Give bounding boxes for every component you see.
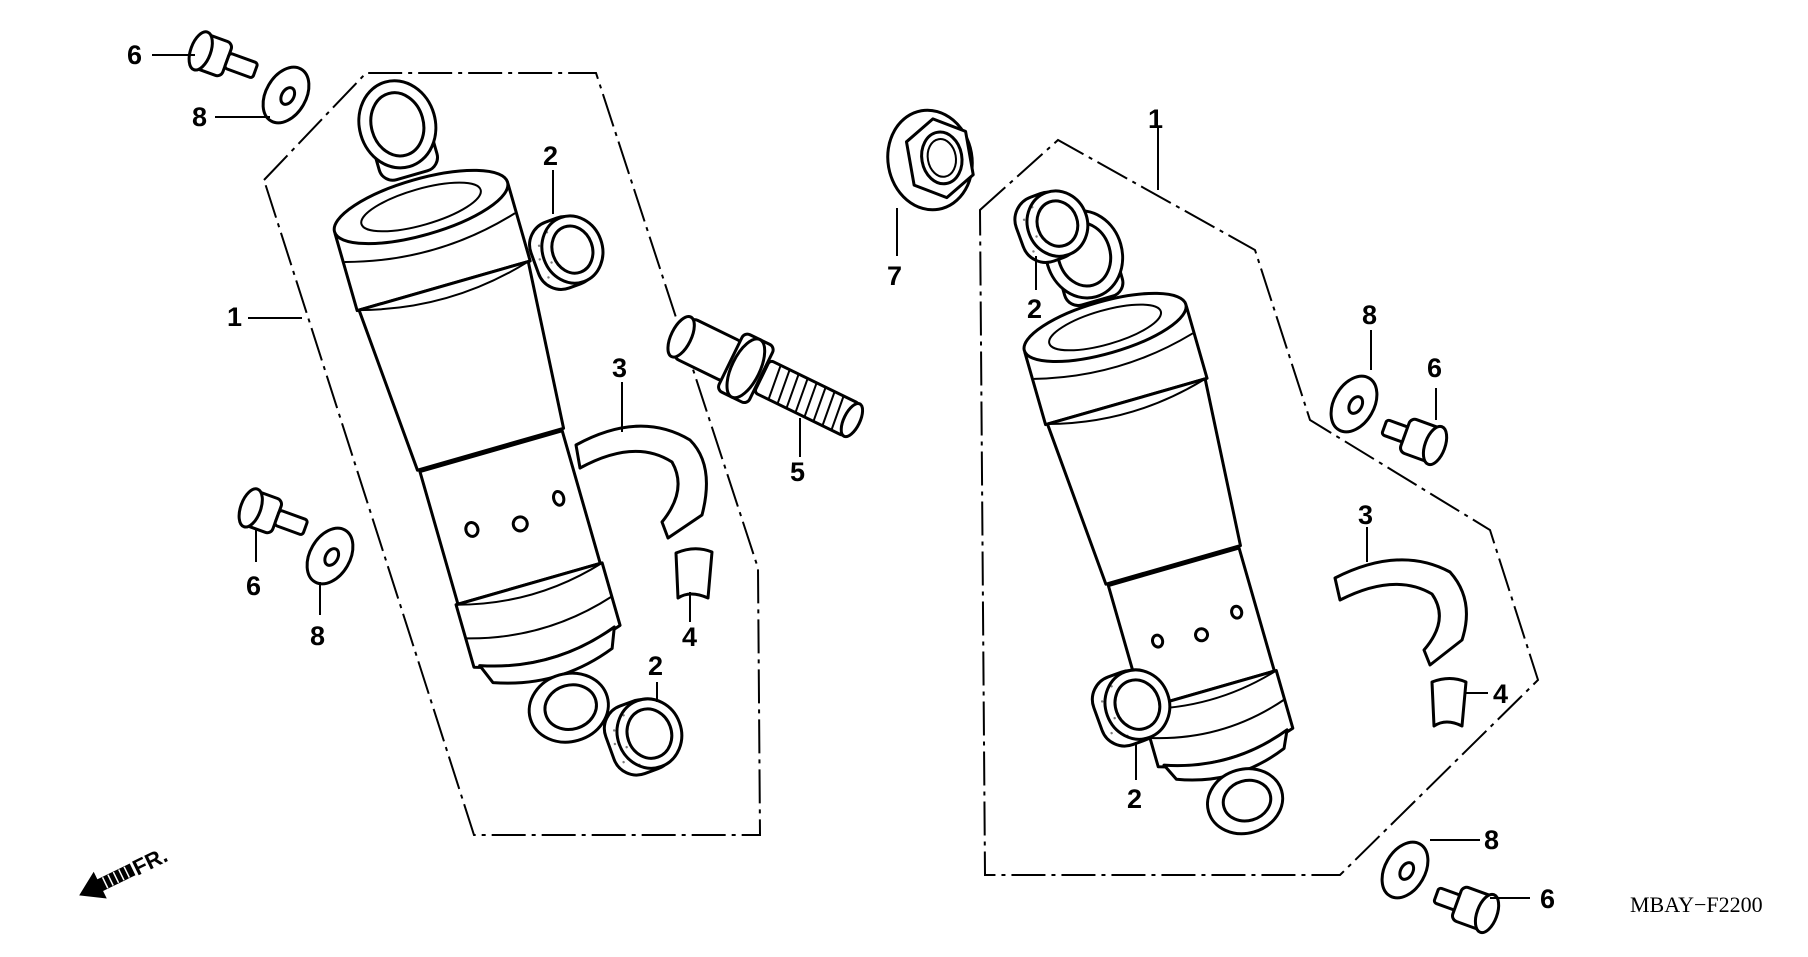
right-bushing-top	[1013, 189, 1090, 264]
right-band	[1333, 558, 1468, 667]
callout-left-6-top: 6	[127, 40, 142, 70]
callout-center-7: 7	[887, 261, 902, 291]
callout-right-2-top: 2	[1027, 294, 1042, 324]
left-bushing-top	[528, 214, 605, 291]
left-band	[574, 424, 708, 540]
left-assembly-dashed-boundary	[262, 72, 762, 836]
callout-right-8-bottom: 8	[1484, 825, 1499, 855]
left-washer-top	[261, 65, 311, 125]
front-direction-arrow: FR.	[79, 842, 171, 899]
left-flange-bolt-mid	[237, 487, 309, 536]
callout-left-6-mid: 6	[246, 571, 261, 601]
callout-left-8-top: 8	[192, 102, 207, 132]
callout-left-8-mid: 8	[310, 621, 325, 651]
callout-right-6-top: 6	[1427, 353, 1442, 383]
callout-right-8-top: 8	[1362, 300, 1377, 330]
right-flange-bolt-top	[1380, 417, 1449, 467]
right-assembly-dashed-boundary	[978, 138, 1540, 876]
right-flange-bolt-bottom	[1432, 885, 1501, 935]
callout-left-3: 3	[612, 353, 627, 383]
left-label-plate	[674, 547, 714, 600]
callout-left-2-bottom: 2	[648, 651, 663, 681]
callout-right-2-bottom: 2	[1127, 784, 1142, 814]
left-bushing-bottom	[602, 697, 684, 777]
callout-right-4: 4	[1493, 679, 1508, 709]
front-arrow-icon	[79, 863, 136, 899]
callout-left-1: 1	[227, 302, 242, 332]
callout-right-3: 3	[1358, 500, 1373, 530]
right-label-plate	[1430, 677, 1468, 728]
callout-left-2-top: 2	[543, 141, 558, 171]
callout-center-5: 5	[790, 457, 805, 487]
right-washer-bottom	[1380, 840, 1430, 900]
right-bushing-bottom	[1090, 668, 1172, 748]
right-washer-top	[1329, 374, 1379, 434]
catalog-code: MBAY−F2200	[1630, 892, 1763, 917]
stud-bolt	[666, 315, 865, 439]
callout-right-6-bottom: 6	[1540, 884, 1555, 914]
left-flange-bolt-top	[187, 30, 259, 79]
callout-right-1: 1	[1148, 104, 1163, 134]
right-shock-absorber	[1022, 209, 1295, 836]
left-washer-mid	[305, 526, 355, 586]
flange-nut	[886, 108, 975, 212]
left-shock-absorber	[332, 79, 622, 744]
callout-left-4: 4	[682, 622, 697, 652]
